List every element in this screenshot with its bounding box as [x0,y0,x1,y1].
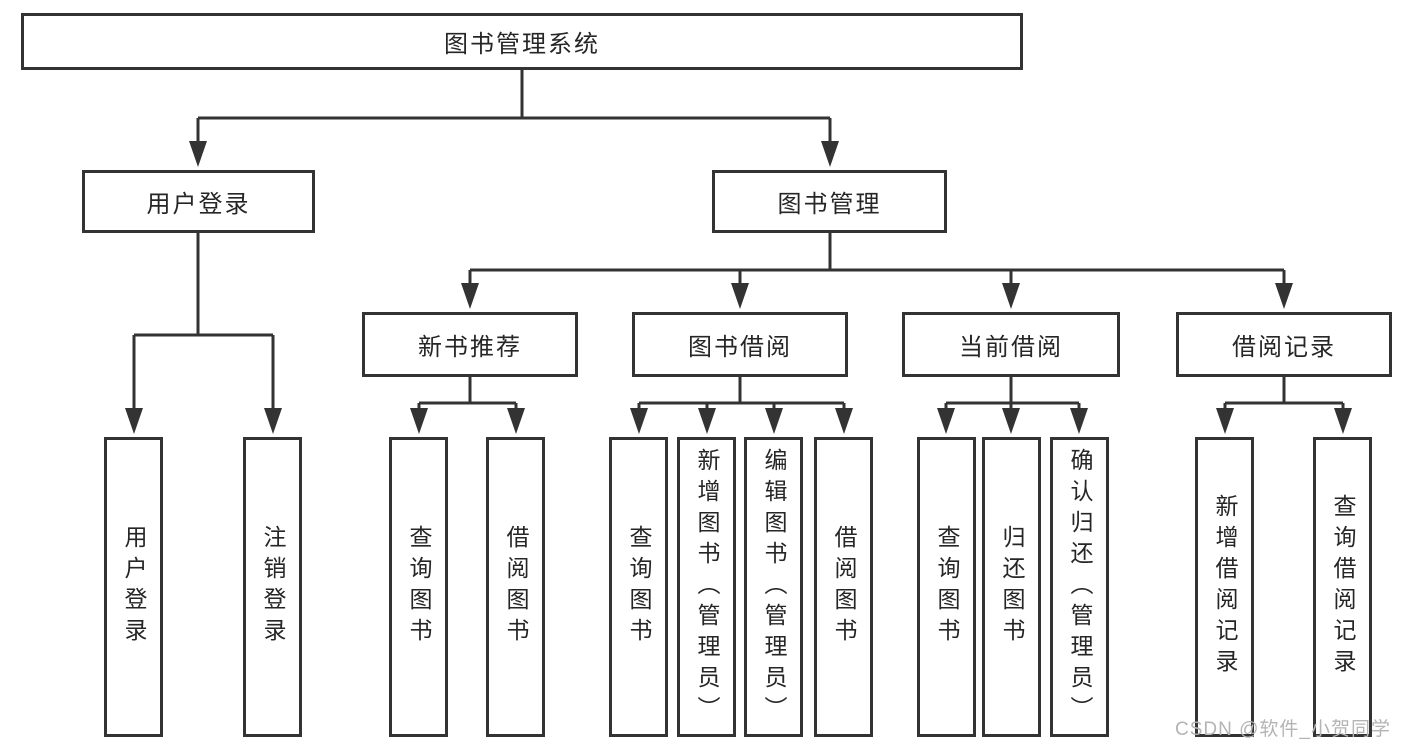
leaf-borrow-books-borrowing-label: 借阅图书 [831,525,857,649]
tree-edges [132,70,1345,412]
node-user-login: 用户登录 [82,170,315,233]
leaf-logout-label: 注销登录 [260,525,286,649]
node-new-book-recommendation-label: 新书推荐 [418,334,522,361]
node-book-management-label: 图书管理 [777,191,882,218]
node-borrowing-records-label: 借阅记录 [1232,334,1336,361]
node-book-borrowing-label: 图书借阅 [688,334,792,361]
leaf-return-books-label: 归还图书 [999,525,1025,649]
leaf-return-books: 归还图书 [982,437,1041,737]
leaf-borrow-books-recommend: 借阅图书 [486,437,545,737]
node-current-borrowing: 当前借阅 [902,312,1120,377]
leaf-query-books-borrowing-label: 查询图书 [626,525,652,649]
leaf-confirm-return-admin-label: 确认归还（管理员） [1067,447,1093,727]
csdn-watermark: CSDN @软件_小贺同学 [1175,719,1391,740]
leaf-query-books-current: 查询图书 [917,437,976,737]
leaf-add-borrow-record: 新增借阅记录 [1195,437,1254,737]
leaf-logout: 注销登录 [243,437,302,737]
leaf-edit-books-admin-label: 编辑图书（管理员） [761,447,787,727]
leaf-borrow-books-recommend-label: 借阅图书 [503,525,529,649]
node-user-login-label: 用户登录 [146,191,251,218]
arrowheads [125,141,1352,434]
node-book-management: 图书管理 [712,170,947,233]
leaf-confirm-return-admin: 确认归还（管理员） [1050,437,1109,737]
leaf-user-login: 用户登录 [104,437,163,737]
node-current-borrowing-label: 当前借阅 [959,334,1063,361]
node-new-book-recommendation: 新书推荐 [362,312,578,377]
leaf-edit-books-admin: 编辑图书（管理员） [744,437,803,737]
leaf-add-books-admin: 新增图书（管理员） [677,437,736,737]
leaf-user-login-label: 用户登录 [121,525,147,649]
leaf-borrow-books-borrowing: 借阅图书 [814,437,873,737]
leaf-query-borrow-record: 查询借阅记录 [1313,437,1372,737]
node-borrowing-records: 借阅记录 [1176,312,1392,377]
leaf-add-borrow-record-label: 新增借阅记录 [1212,494,1238,680]
leaf-query-books-current-label: 查询图书 [934,525,960,649]
leaf-query-borrow-record-label: 查询借阅记录 [1330,494,1356,680]
leaf-query-books-recommend: 查询图书 [389,437,448,737]
leaf-query-books-recommend-label: 查询图书 [406,525,432,649]
node-root-label: 图书管理系统 [444,31,600,58]
node-root: 图书管理系统 [21,13,1023,70]
leaf-query-books-borrowing: 查询图书 [609,437,668,737]
node-book-borrowing: 图书借阅 [632,312,848,377]
leaf-add-books-admin-label: 新增图书（管理员） [694,447,720,727]
